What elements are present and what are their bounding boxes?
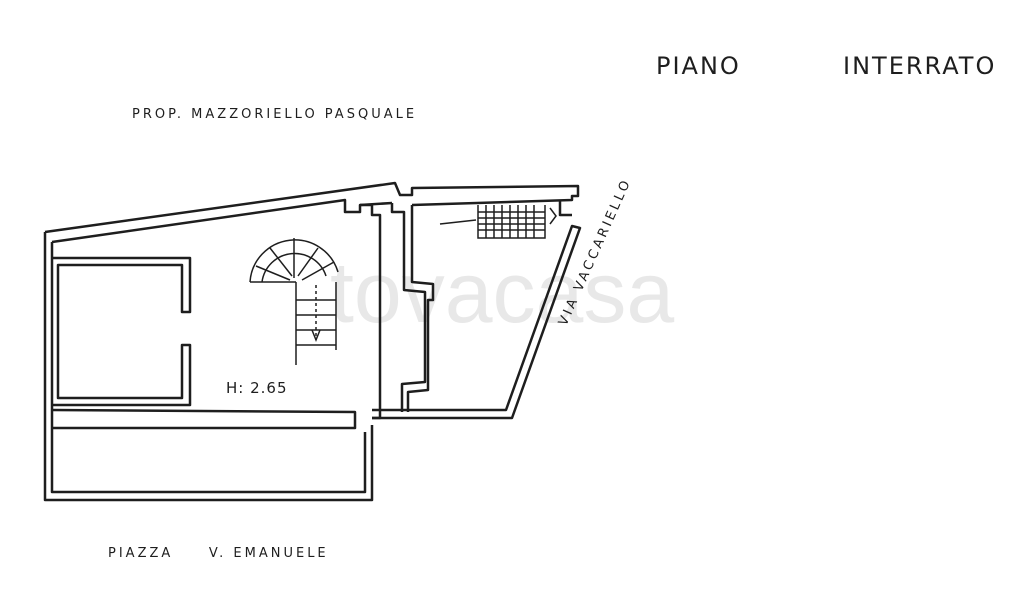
- spiral-wall: [360, 203, 382, 420]
- right-wall-top: [558, 200, 572, 217]
- left-room: [52, 256, 192, 407]
- outer-wall-left-inner: [50, 242, 367, 494]
- watermark: tovacasa: [330, 245, 675, 341]
- corridor-wall: [51, 408, 357, 430]
- square-label: PIAZZA V. EMANUELE: [108, 546, 329, 561]
- outer-wall-top: [44, 181, 580, 234]
- outer-wall-left: [43, 232, 374, 502]
- title-left: PIANO: [656, 52, 741, 80]
- spiral-staircase: [249, 238, 339, 365]
- corridor-wall-right: [372, 224, 582, 420]
- central-wall-inner: [406, 205, 435, 412]
- owner-label: PROP. MAZZORIELLO PASQUALE: [132, 107, 418, 122]
- height-label: H: 2.65: [226, 379, 288, 397]
- title-right: INTERRATO: [843, 52, 997, 80]
- central-wall: [390, 203, 427, 412]
- right-staircase: [439, 205, 557, 239]
